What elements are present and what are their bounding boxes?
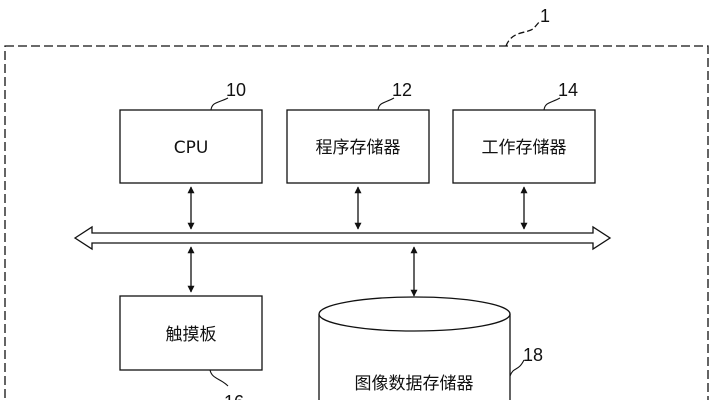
image-storage-ref-number: 18	[523, 345, 543, 365]
working-memory-label: 工作存储器	[482, 138, 567, 158]
touch-panel-label: 触摸板	[166, 325, 217, 345]
system-bus	[73, 225, 612, 251]
system-ref-number: 1	[540, 6, 550, 26]
system-boundary	[4, 45, 709, 400]
program-memory-label: 程序存储器	[316, 138, 401, 158]
working-memory-block	[452, 109, 596, 184]
program-memory-block	[286, 109, 430, 184]
image-storage-label: 图像数据存储器	[355, 374, 474, 394]
touch-panel-ref-number: 16	[224, 392, 244, 400]
cpu-ref-number: 10	[226, 80, 246, 100]
image-storage-cylinder-body	[318, 314, 511, 400]
image-storage-cylinder-top	[318, 296, 511, 332]
cpu-block	[119, 109, 263, 184]
image-storage-ref-leader	[509, 359, 525, 377]
touch-panel-ref-leader	[209, 369, 229, 387]
working-memory-ref-leader	[543, 97, 561, 111]
touch-panel-block	[119, 295, 263, 371]
program-memory-ref-leader	[377, 97, 395, 111]
working-memory-ref-number: 14	[558, 80, 578, 100]
cpu-ref-leader	[210, 97, 229, 111]
cpu-label: CPU	[174, 138, 209, 158]
program-memory-ref-number: 12	[392, 80, 412, 100]
system-ref-leader	[505, 20, 541, 47]
